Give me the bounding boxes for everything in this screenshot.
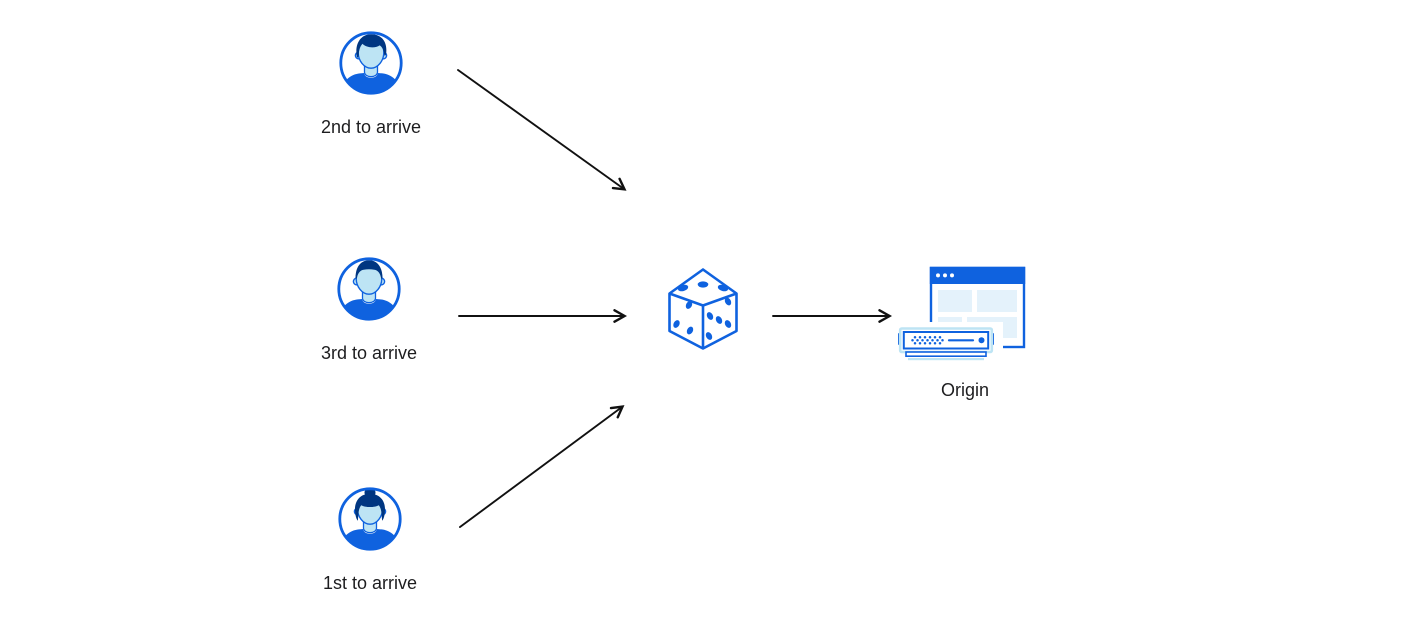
browser-dots-icon: [936, 273, 954, 278]
randomizer-node: [668, 268, 738, 350]
server-led: [978, 337, 985, 344]
origin-label: Origin: [940, 380, 989, 400]
man-short-hair-avatar-icon: [337, 257, 401, 321]
origin-node: [898, 262, 1028, 362]
client-label: 1st to arrive: [322, 573, 418, 593]
client-1st-to-arrive: 1st to arrive: [283, 486, 457, 594]
server-base-shadow: [908, 358, 984, 361]
hair: [355, 260, 383, 279]
arrow-2nd-to-dice: [457, 69, 627, 191]
arrow-1st-to-dice: [459, 405, 625, 528]
dice-icon: [668, 268, 738, 350]
origin-server-browser-icon: [898, 266, 1026, 362]
client-label: 3rd to arrive: [320, 343, 418, 363]
man-swept-hair-avatar-icon: [339, 31, 403, 95]
browser-titlebar: [929, 266, 1026, 284]
dice-pips: [673, 281, 732, 340]
client-3rd-to-arrive: 3rd to arrive: [282, 256, 456, 364]
woman-bun-avatar-icon: [338, 487, 402, 551]
hair: [356, 34, 387, 58]
server-base: [905, 351, 987, 357]
server-vent-dots: [911, 336, 944, 345]
client-2nd-to-arrive: 2nd to arrive: [284, 30, 458, 138]
client-label: 2nd to arrive: [320, 117, 422, 137]
hair: [354, 493, 386, 521]
